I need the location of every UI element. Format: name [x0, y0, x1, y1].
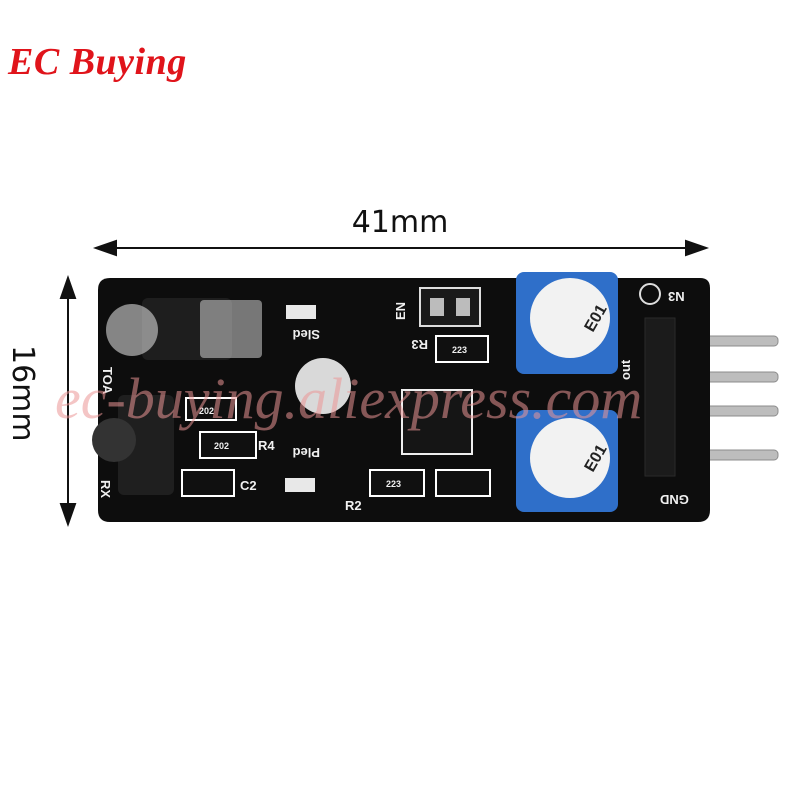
width-dimension-label: 41mm — [351, 205, 449, 240]
brand-logo-text: EC Buying — [8, 41, 187, 83]
label-pled: Pled — [292, 445, 320, 460]
label-r3: R3 — [411, 337, 428, 352]
ir-receiver — [92, 395, 174, 495]
label-n3: N3 — [668, 289, 685, 304]
potentiometer-1 — [516, 272, 618, 374]
width-dimension-arrow — [92, 239, 710, 257]
ir-emitter — [106, 298, 262, 360]
ic-chip — [401, 389, 473, 455]
label-rx: RX — [98, 480, 113, 498]
mounting-hole — [295, 358, 351, 414]
potentiometer-2 — [516, 410, 618, 512]
label-toa: TOA — [100, 367, 115, 395]
height-dimension-arrow — [59, 274, 77, 528]
label-chip-202a: 202 — [199, 406, 214, 416]
label-chip-223a: 223 — [452, 345, 467, 355]
label-sled: Sled — [292, 327, 320, 342]
label-r2: R2 — [345, 498, 362, 513]
label-chip-223b: 223 — [386, 479, 401, 489]
pin-header-block — [644, 317, 676, 477]
label-en: EN — [393, 302, 408, 320]
smd-resistors — [181, 335, 491, 497]
label-out: out — [618, 359, 633, 380]
label-c2: C2 — [240, 478, 257, 493]
height-dimension-label: 16mm — [5, 345, 40, 442]
led-power — [285, 478, 315, 492]
label-chip-202b: 202 — [214, 441, 229, 451]
led-status — [286, 305, 316, 319]
mounting-hole-small — [639, 283, 661, 305]
label-gnd: GND — [660, 492, 689, 507]
label-r4: R4 — [258, 438, 275, 453]
jumper — [419, 287, 481, 327]
